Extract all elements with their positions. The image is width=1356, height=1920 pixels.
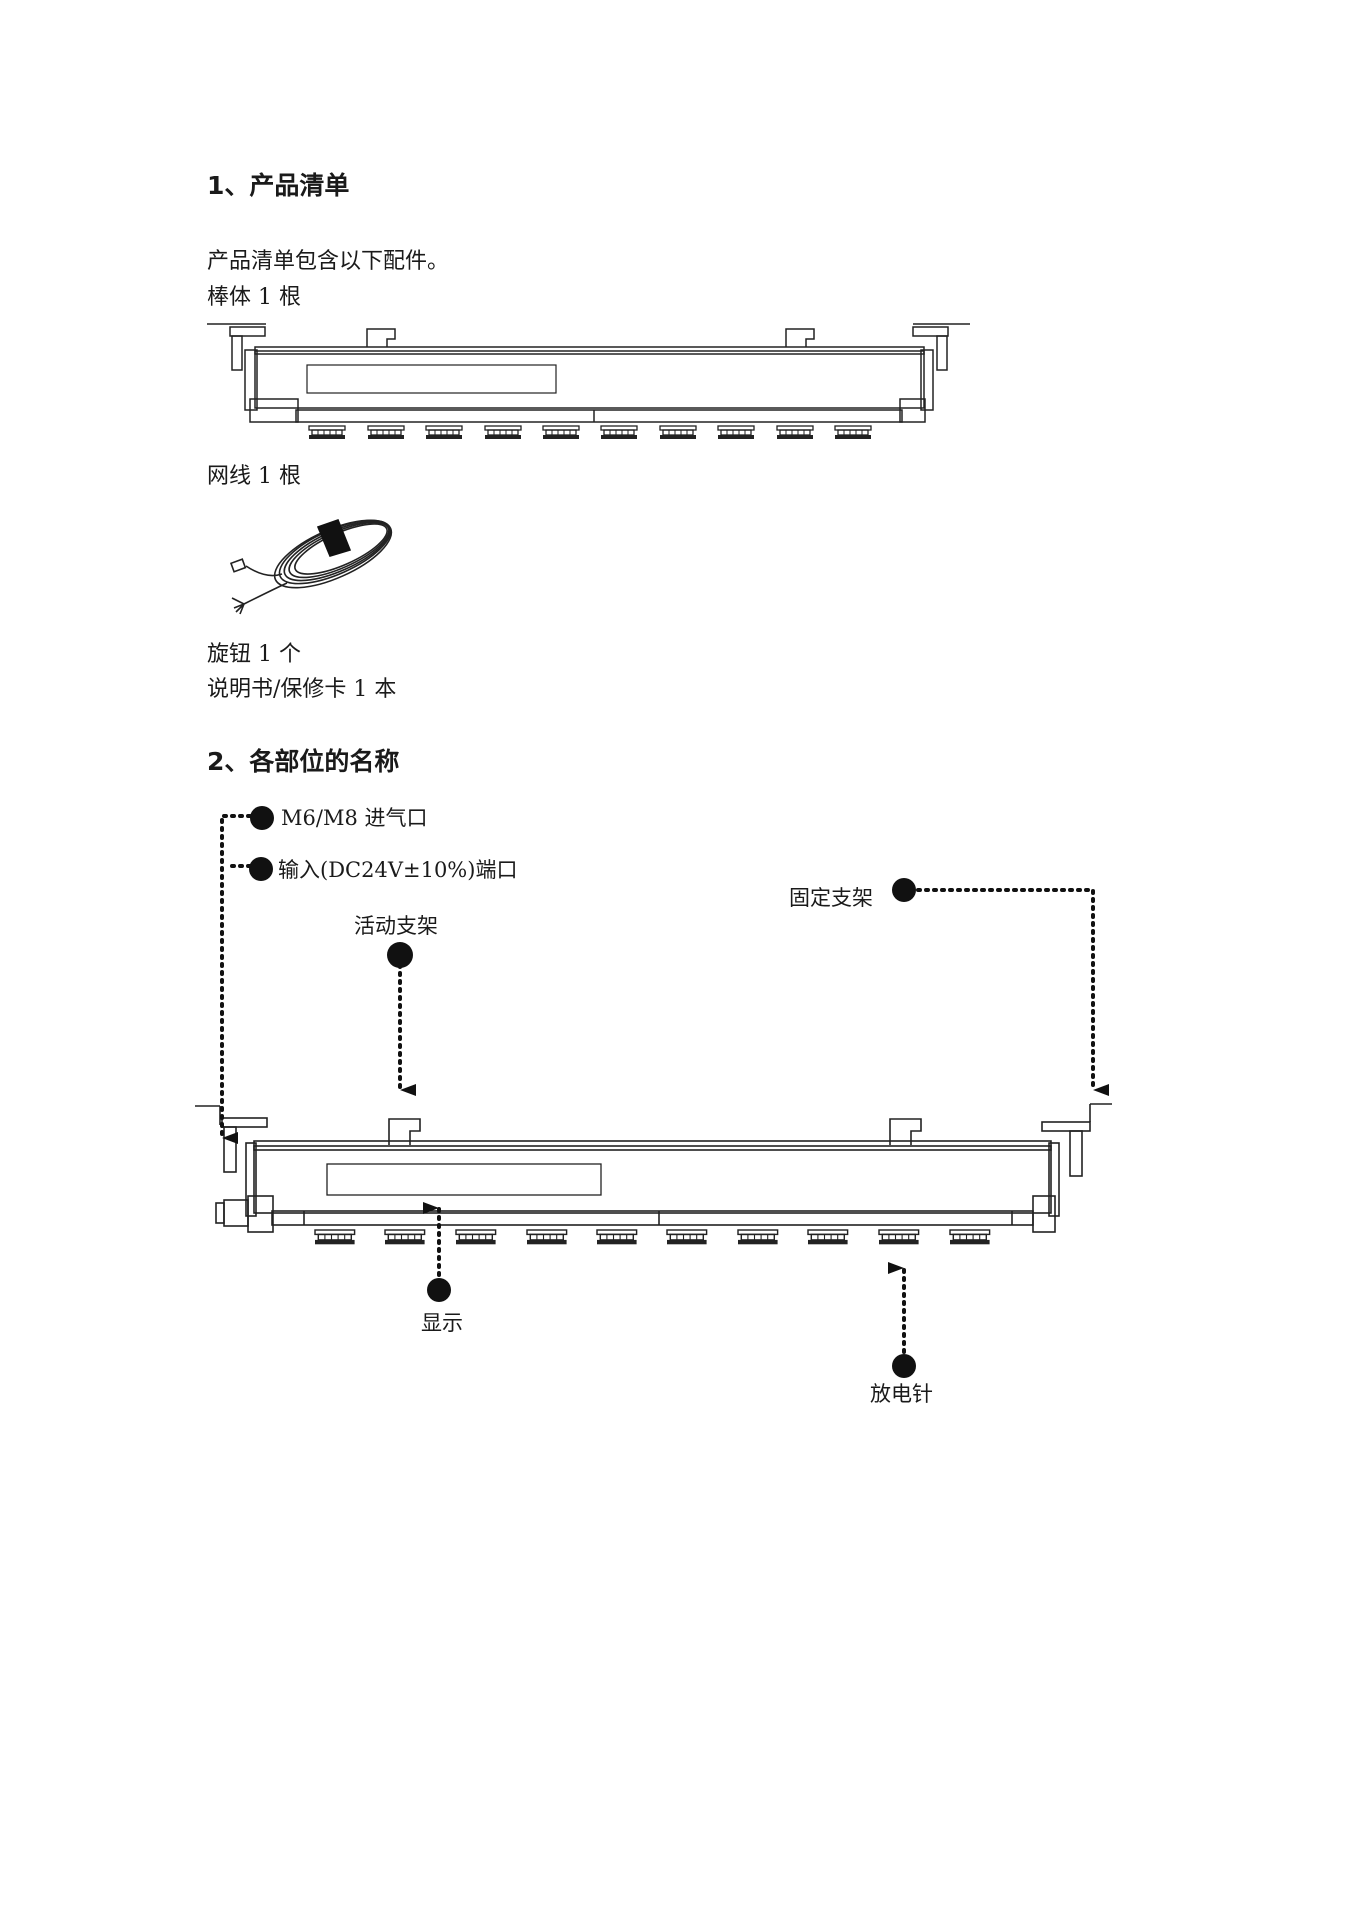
item-manual-label: 说明书/保修卡 1 本: [207, 677, 397, 702]
callout-dot-fixed-bracket: [892, 878, 916, 902]
section1-intro: 产品清单包含以下配件。: [207, 249, 450, 274]
ionizing-bar-illustration: [207, 323, 970, 423]
callout-air-inlet-label: M6/M8 进气口: [281, 806, 428, 830]
callout-movable-bracket-label: 活动支架: [354, 914, 438, 938]
callout-power-port-label: 输入(DC24V±10%)端口: [278, 858, 518, 882]
item-cable-label: 网线 1 根: [207, 464, 301, 489]
item-bar-label: 棒体 1 根: [207, 285, 301, 310]
callout-display-label: 显示: [421, 1311, 463, 1335]
callout-fixed-bracket-label: 固定支架: [789, 886, 873, 910]
ionizing-bar-needles: [308, 425, 872, 440]
callout-leaders: [220, 814, 1109, 1362]
callout-dot-discharge-needle: [892, 1354, 916, 1378]
callout-dot-display: [427, 1278, 451, 1302]
callout-discharge-needle-label: 放电针: [870, 1382, 933, 1406]
callout-dot-power-port: [249, 857, 273, 881]
section1-heading: 1、产品清单: [207, 171, 350, 200]
callout-dot-air-inlet: [250, 806, 274, 830]
section2-heading: 2、各部位的名称: [207, 747, 400, 776]
parts-diagram-bar: [195, 1103, 1112, 1233]
network-cable-illustration: [229, 518, 393, 615]
callout-dot-movable-bracket: [387, 942, 413, 968]
item-knob-label: 旋钮 1 个: [207, 642, 301, 667]
parts-diagram-needles: [314, 1229, 991, 1246]
